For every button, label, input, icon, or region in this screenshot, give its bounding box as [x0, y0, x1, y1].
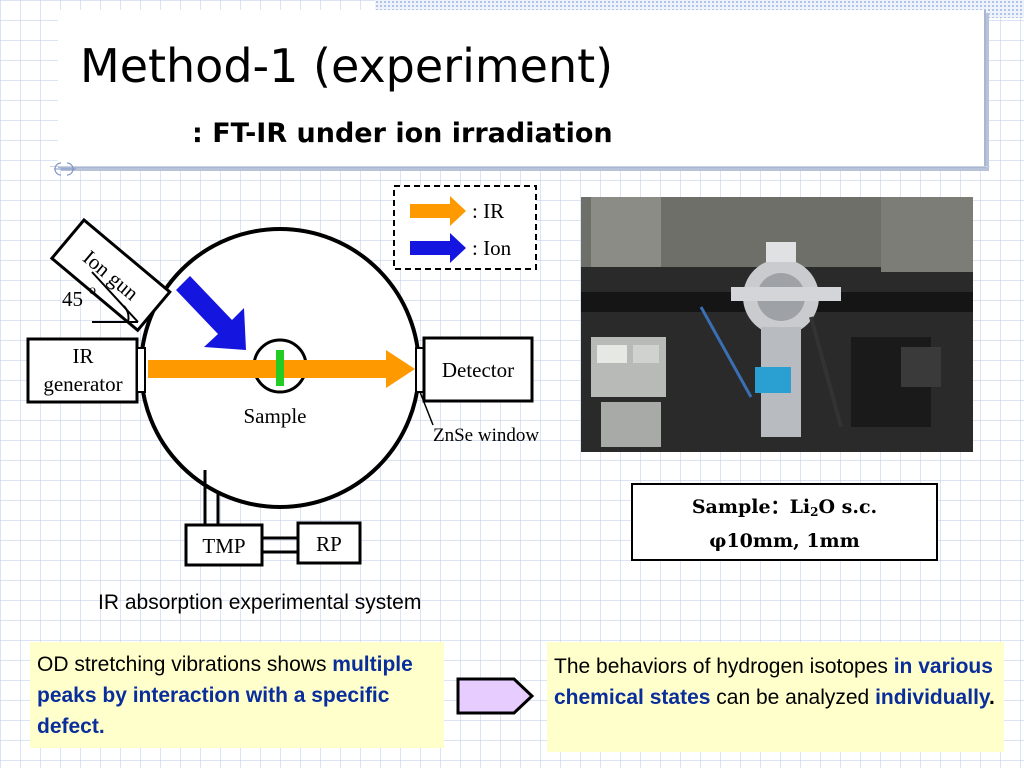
detector — [422, 336, 534, 403]
ir-generator — [26, 337, 139, 404]
finding-text: OD stretching vibrations shows — [37, 653, 333, 676]
legend-ion-arrow — [410, 233, 466, 263]
conclusion-box: The behaviors of hydrogen isotopes in va… — [547, 642, 1004, 752]
experimental-setup-diagram: Ion gun 45 o IR generator Sample Detecto… — [26, 185, 539, 567]
title-divider — [50, 166, 990, 167]
tmp-pump — [184, 523, 264, 567]
legend-ir-arrow — [410, 196, 466, 226]
angle-degree: o — [89, 283, 96, 298]
ir-generator-label-2: generator — [43, 372, 122, 396]
sample-info-separator: ： — [770, 496, 790, 518]
sample-size: φ10mm, 1mm — [709, 530, 860, 552]
pump-pipe — [203, 470, 302, 554]
sample-info-box: Sample：Li2O s.c. φ10mm, 1mm — [631, 483, 938, 561]
slide-subtitle: : FT-IR under ion irradiation — [192, 118, 613, 149]
rp-pump — [296, 521, 362, 565]
window-leader-line — [419, 391, 434, 426]
slide-title: Method-1 (experiment) — [80, 39, 614, 93]
conclusion-text-b: can be analyzed — [710, 686, 876, 709]
finding-highlight: multiple peaks by interaction with a spe… — [37, 653, 413, 738]
sample-label: Sample — [244, 404, 307, 428]
figure-caption: IR absorption experimental system — [98, 591, 422, 614]
conclusion-highlight-a: in various chemical states — [554, 655, 993, 709]
apparatus-photo — [581, 197, 973, 452]
ion-beam-arrow — [176, 276, 246, 350]
ir-generator-label-1: IR — [73, 344, 94, 368]
conclusion-text-c: . — [989, 686, 995, 709]
formula-rest: O s.c. — [818, 496, 878, 518]
conclusion-arrow-icon — [456, 677, 535, 715]
angle-marker — [91, 271, 139, 323]
formula-subscript: 2 — [810, 505, 819, 519]
formula-li: Li — [789, 496, 811, 518]
tmp-label: TMP — [202, 534, 245, 558]
finding-box: OD stretching vibrations shows multiple … — [30, 642, 444, 748]
apparatus-photo-icon — [581, 197, 973, 452]
angle-label: 45 — [62, 287, 83, 311]
conclusion-highlight-b: individually — [875, 686, 990, 709]
sample-crystal — [276, 350, 284, 386]
title-box — [58, 10, 986, 168]
rp-label: RP — [316, 532, 342, 556]
ion-gun: Ion gun — [49, 217, 172, 333]
detector-label: Detector — [442, 358, 514, 382]
legend-box — [393, 185, 537, 270]
window-label: ZnSe window — [433, 425, 539, 446]
conclusion-text-a: The behaviors of hydrogen isotopes — [554, 655, 894, 678]
legend-ir-label: : IR — [472, 199, 504, 223]
bullet-ornament-icon — [54, 162, 76, 176]
sample-info-label: Sample — [691, 496, 771, 518]
sample-info-line-1: Sample：Li2O s.c. — [633, 495, 936, 524]
legend-ion-label: : Ion — [472, 236, 512, 260]
ir-port — [136, 347, 146, 393]
